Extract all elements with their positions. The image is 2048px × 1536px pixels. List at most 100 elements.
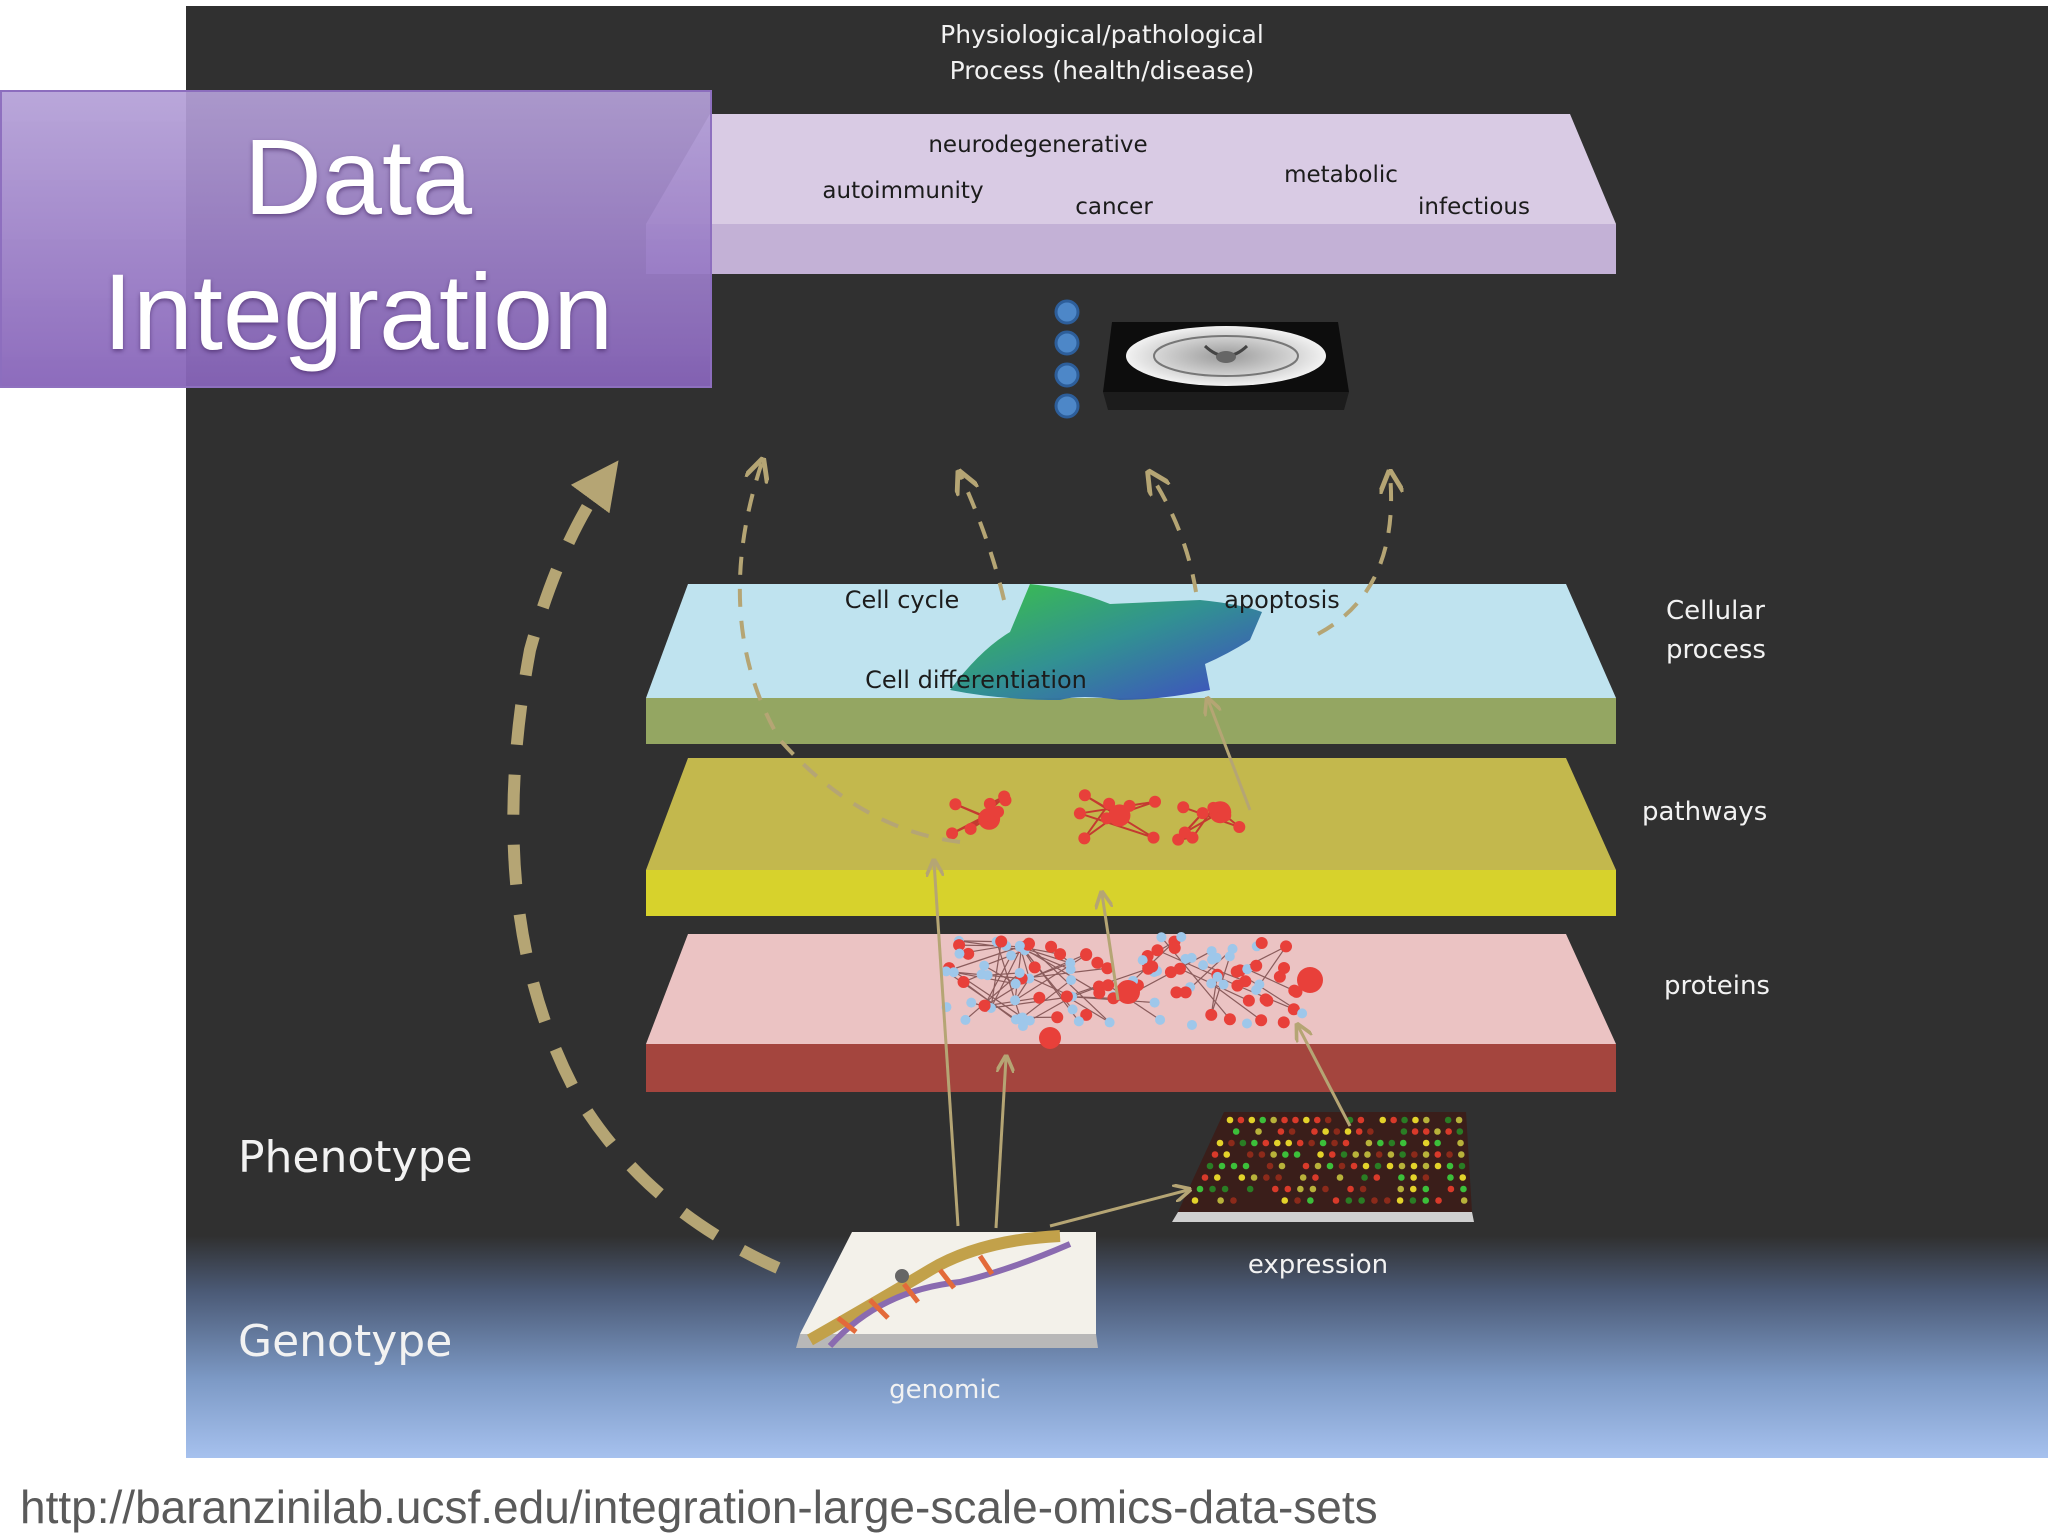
protein-node [1206, 978, 1217, 989]
protein-node [1028, 961, 1041, 974]
microarray-spot [1317, 1151, 1324, 1158]
protein-node [1250, 959, 1263, 972]
microarray-spot [1422, 1185, 1430, 1193]
title-box: Data Integration [0, 90, 712, 388]
microarray-spot [1331, 1139, 1338, 1147]
microarray-spot [1258, 1151, 1266, 1158]
protein-node [1277, 1016, 1290, 1029]
microarray-spot [1398, 1162, 1406, 1170]
microarray-spot [1446, 1162, 1454, 1170]
protein-node [954, 948, 965, 959]
microarray-spot [1459, 1174, 1467, 1181]
protein-node [1224, 951, 1235, 962]
microarray-spot [1386, 1162, 1394, 1170]
microarray-spot [1345, 1197, 1353, 1204]
protein-node [1045, 940, 1058, 953]
microarray-spot [1411, 1128, 1419, 1135]
protein-network [941, 932, 1323, 1049]
protein-node [1093, 986, 1106, 999]
protein-edge [948, 967, 1023, 1019]
microarray-spot [1217, 1197, 1224, 1204]
dashed-arrow-2 [960, 474, 1006, 601]
protein-node [1254, 979, 1265, 990]
microarray-spot [1396, 1197, 1404, 1204]
protein-node [1010, 995, 1021, 1006]
microarray-spot [1338, 1162, 1346, 1170]
protein-node [1297, 1008, 1308, 1019]
microarray-spot [1434, 1139, 1441, 1147]
microarray-spot [1422, 1139, 1430, 1147]
microarray-spot [1352, 1151, 1360, 1158]
genotype-band [186, 1236, 2048, 1458]
pathway-node [1100, 812, 1113, 825]
pathway-node [1172, 833, 1185, 846]
protein-node [1102, 979, 1115, 992]
microarray-spot [1266, 1162, 1274, 1170]
cellular-layer-side [646, 698, 1616, 744]
protein-node [1218, 979, 1229, 990]
pathway-node [999, 794, 1012, 807]
pathway-node [1108, 804, 1131, 827]
label-expression: expression [1248, 1250, 1388, 1280]
microarray-spot [1250, 1174, 1258, 1181]
protein-node [1164, 966, 1177, 979]
microarray-spot [1259, 1116, 1267, 1124]
protein-node [1176, 932, 1187, 943]
pathway-node [983, 797, 996, 810]
pathways-layer-top [646, 758, 1616, 870]
microarray-spot [1458, 1162, 1466, 1170]
microarray-spot [1275, 1174, 1282, 1181]
pathway-node [978, 810, 991, 823]
microarray-spot [1313, 1116, 1321, 1124]
title-line-data: Data [243, 116, 473, 237]
microarray-spot [1367, 1128, 1374, 1135]
pathway-node [1078, 832, 1091, 845]
microarray-spot [1383, 1197, 1391, 1204]
pathway-node [1219, 809, 1232, 822]
pathway-node [1078, 789, 1091, 802]
protein-node [1080, 1008, 1093, 1021]
protein-node [1179, 986, 1192, 999]
microarray-spot [1347, 1185, 1354, 1193]
microarray-spot [1444, 1116, 1452, 1124]
microarray-spot [1422, 1197, 1430, 1204]
microarray-spot [1373, 1174, 1381, 1181]
header-line-2: Process (health/disease) [950, 56, 1255, 85]
pathway-node [1196, 807, 1209, 820]
microarray-spot [1365, 1139, 1373, 1147]
microarray-spot [1263, 1174, 1270, 1181]
protein-edge [958, 940, 997, 943]
microarray-spot [1435, 1197, 1442, 1204]
microarray-spot [1387, 1151, 1395, 1158]
microarray-spot [1251, 1139, 1258, 1147]
microarray-spot [1359, 1185, 1367, 1193]
protein-node [960, 1014, 971, 1025]
protein-node [1033, 991, 1046, 1004]
microarray-spot [1281, 1197, 1289, 1204]
protein-node [1051, 1011, 1064, 1024]
protein-node [1065, 964, 1076, 975]
flow-arrows [934, 700, 1352, 1229]
microarray-spot [1398, 1174, 1405, 1181]
protein-hub-node [1039, 1027, 1061, 1049]
microarray-spot [1446, 1151, 1453, 1158]
protein-node [1151, 944, 1164, 957]
protein-node [1014, 940, 1025, 951]
protein-node [1017, 1021, 1028, 1032]
microarray-spot [1201, 1174, 1209, 1181]
pathway-node [1177, 801, 1190, 814]
disease-term-cancer: cancer [1075, 194, 1153, 220]
microarray-spot [1262, 1139, 1270, 1147]
microarray-spot [1460, 1185, 1467, 1193]
microarray-spot [1281, 1116, 1288, 1124]
microarray-spot [1273, 1139, 1281, 1147]
pathway-node [1147, 831, 1160, 844]
protein-node [1239, 975, 1252, 988]
microarray-spot [1455, 1116, 1463, 1124]
microarray-spot [1399, 1151, 1406, 1158]
protein-node [1227, 943, 1238, 954]
microarray-spot [1434, 1162, 1442, 1170]
pathway-node [1073, 807, 1086, 820]
protein-edge [996, 941, 1022, 1019]
